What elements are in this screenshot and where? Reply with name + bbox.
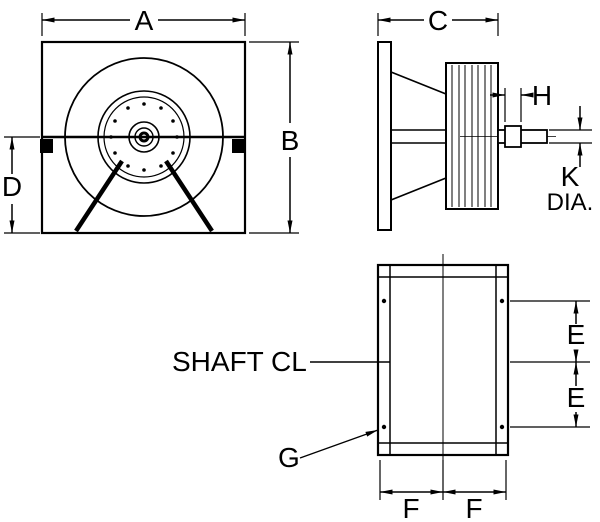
dim-g-label: G: [278, 442, 300, 473]
mounting-holes: [381, 298, 505, 430]
dim-c-label: C: [428, 5, 448, 36]
front-view: [40, 40, 247, 235]
dim-k: K DIA.: [547, 106, 594, 216]
wheel-blade-lines: [451, 65, 492, 207]
left-mount-tab: [40, 139, 53, 153]
shaft-collar: [504, 125, 522, 148]
dim-e: E E: [510, 300, 590, 428]
dim-f-right-label: F: [465, 493, 482, 522]
left-support-leg: [74, 159, 124, 233]
dim-c: C: [377, 5, 499, 36]
right-mount-tab: [232, 139, 245, 153]
dim-d-label: D: [2, 171, 22, 202]
dim-a: A: [41, 5, 246, 36]
dim-e-top-label: E: [567, 319, 586, 350]
dim-k-dia-label: DIA.: [547, 189, 594, 216]
dim-f: F F: [379, 460, 507, 522]
g-leader-line: [299, 429, 379, 459]
shaft-cl-callout: SHAFT CL: [172, 346, 390, 377]
dim-b: B: [249, 41, 300, 234]
right-support-leg: [164, 159, 214, 233]
dim-a-label: A: [135, 5, 154, 36]
inlet-cone-top: [390, 71, 447, 95]
bottom-view: [376, 254, 510, 472]
bolt-circle-dots: [109, 102, 179, 172]
dim-h-label: H: [532, 80, 552, 111]
dim-e-bottom-label: E: [567, 382, 586, 413]
dim-g: G: [278, 429, 379, 473]
inlet-cone-bottom: [390, 177, 447, 201]
dim-k-label: K: [561, 161, 580, 192]
dim-h: H: [490, 80, 552, 122]
dim-b-label: B: [281, 125, 300, 156]
dim-f-left-label: F: [402, 493, 419, 522]
dim-d: D: [2, 136, 40, 234]
mount-plate: [377, 41, 392, 231]
shaft-cl-label: SHAFT CL: [172, 346, 307, 377]
side-view: [377, 41, 556, 231]
